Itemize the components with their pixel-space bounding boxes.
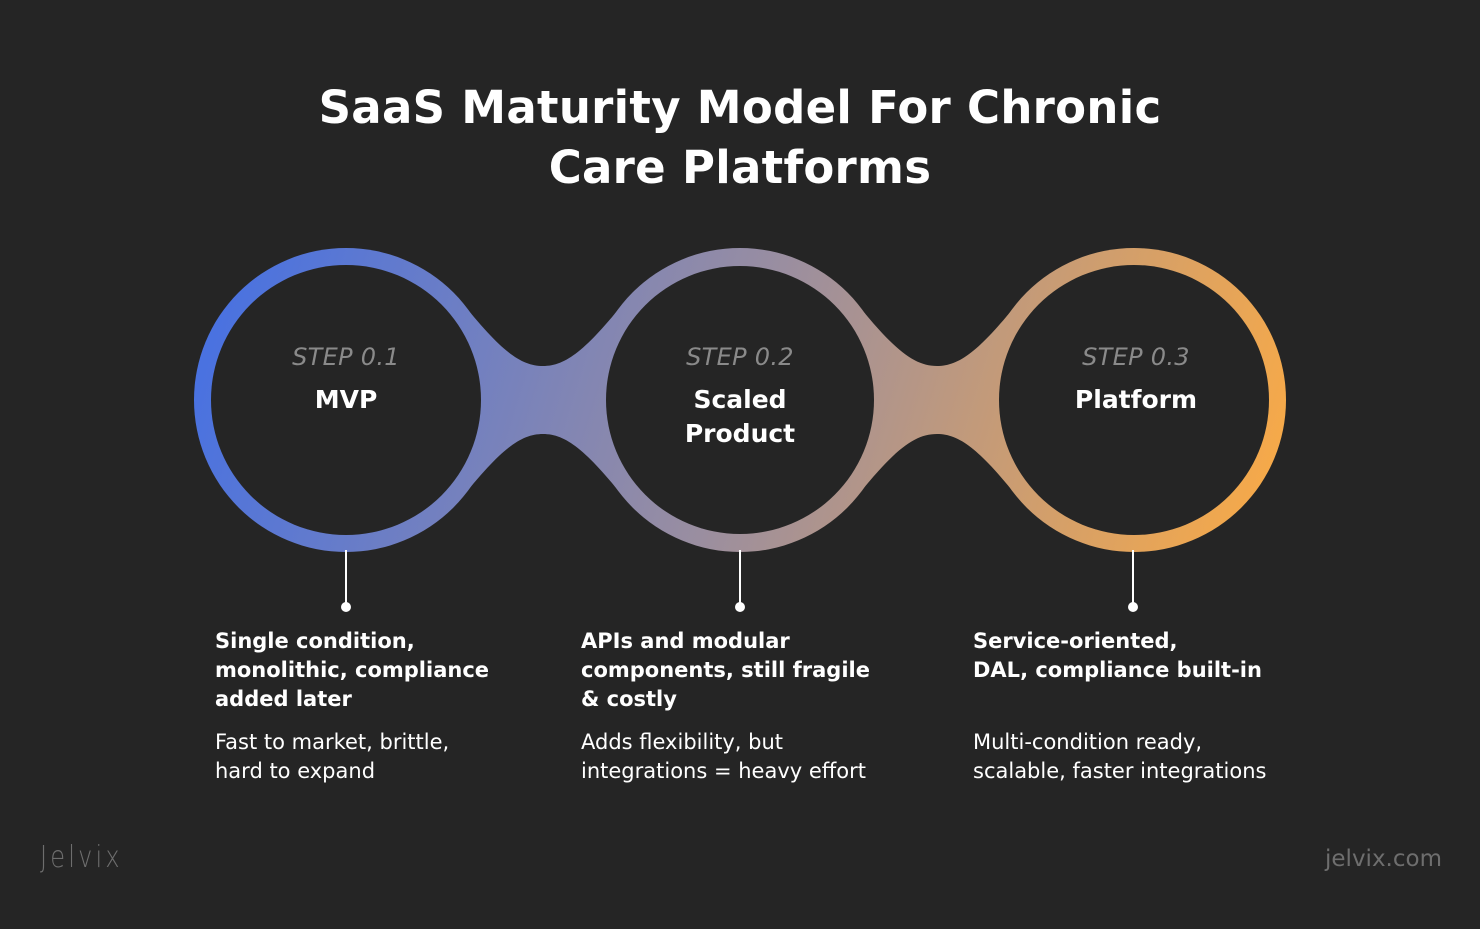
step-2-description: APIs and modular components, still fragi… bbox=[581, 627, 921, 786]
step-3-connector-dot bbox=[1128, 602, 1138, 612]
bridge-1-2 bbox=[460, 300, 626, 500]
step-3-detail: Multi-condition ready, scalable, faster … bbox=[973, 730, 1267, 783]
step-1-connector-dot bbox=[341, 602, 351, 612]
ring-inner-3 bbox=[999, 265, 1269, 535]
ring-inner-1 bbox=[211, 265, 481, 535]
step-1-detail: Fast to market, brittle, hard to expand bbox=[215, 730, 450, 783]
step-3-name: Platform bbox=[1074, 385, 1198, 414]
ring-inner-2 bbox=[606, 266, 874, 534]
step-1-description: Single condition, monolithic, compliance… bbox=[215, 627, 555, 786]
step-1-header: STEP 0.1 MVP bbox=[216, 343, 476, 417]
step-2-name: Scaled Product bbox=[684, 385, 796, 448]
step-3-summary: Service-oriented, DAL, compliance built-… bbox=[973, 629, 1262, 682]
step-1-connector-line bbox=[345, 550, 347, 606]
page-title: SaaS Maturity Model For Chronic Care Pla… bbox=[0, 78, 1480, 198]
bridge-2-3 bbox=[854, 300, 1020, 500]
step-3-description: Service-oriented, DAL, compliance built-… bbox=[973, 627, 1333, 786]
step-3-connector-line bbox=[1132, 550, 1134, 606]
title-line-2: Care Platforms bbox=[548, 141, 932, 194]
step-2-connector-line bbox=[739, 550, 741, 606]
website-link[interactable]: jelvix.com bbox=[1325, 846, 1442, 872]
step-2-header: STEP 0.2 Scaled Product bbox=[610, 343, 870, 451]
step-1-summary: Single condition, monolithic, compliance… bbox=[215, 629, 490, 711]
jelvix-logo: Jelvix bbox=[40, 840, 123, 875]
step-3-header: STEP 0.3 Platform bbox=[1006, 343, 1266, 417]
step-2-connector-dot bbox=[735, 602, 745, 612]
step-3-number: STEP 0.3 bbox=[1082, 343, 1190, 371]
title-line-1: SaaS Maturity Model For Chronic bbox=[318, 81, 1162, 134]
step-1-name: MVP bbox=[314, 385, 378, 414]
step-1-number: STEP 0.1 bbox=[292, 343, 400, 371]
step-2-summary: APIs and modular components, still fragi… bbox=[581, 629, 870, 711]
step-2-detail: Adds flexibility, but integrations = hea… bbox=[581, 730, 866, 783]
step-2-number: STEP 0.2 bbox=[686, 343, 794, 371]
